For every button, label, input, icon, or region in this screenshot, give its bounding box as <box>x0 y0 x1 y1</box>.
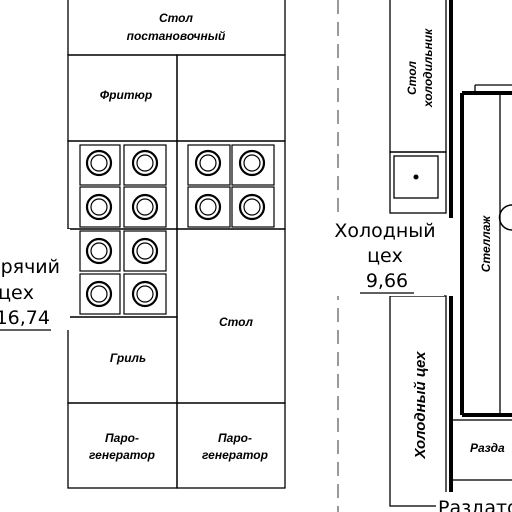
steamer-left-outline <box>67 402 178 489</box>
burner-icon <box>194 149 222 177</box>
hot-shop-area: 16,74 <box>0 307 50 329</box>
burner-cell <box>123 186 167 228</box>
burner-icon <box>90 154 108 172</box>
sink-basin <box>393 155 439 199</box>
steamer-right-label-1: Паро- <box>218 431 252 445</box>
burner-cell <box>123 230 167 272</box>
burner-cell <box>231 144 275 186</box>
burner-cell <box>123 273 167 315</box>
cold-shop-vertical-label: Холодный цех <box>412 351 429 460</box>
burner-icon <box>238 193 266 221</box>
burner-cell <box>123 144 167 186</box>
steamer-left-label-2: генератор <box>89 448 155 462</box>
burner-icon <box>85 149 113 177</box>
fryer-side-cell <box>176 54 286 142</box>
fridge-table-label-2: холодильник <box>421 28 435 108</box>
cold-shop-area: 9,66 <box>366 270 408 292</box>
burner-icon <box>136 154 154 172</box>
hot-shop-name-2: цех <box>0 282 34 304</box>
burner-icon <box>136 198 154 216</box>
burner-icon <box>199 198 217 216</box>
setup-table-label-1: Стол <box>159 11 194 25</box>
round-element-arc <box>498 204 512 231</box>
burner-cell <box>187 144 231 186</box>
steamer-right-outline <box>176 402 286 489</box>
burner-icon <box>199 154 217 172</box>
cold-shop-label-bg <box>326 214 444 296</box>
table-label: Стол <box>219 315 254 329</box>
grill-label: Гриль <box>110 351 146 365</box>
stove-frame-left-lower <box>67 228 178 318</box>
cold-shop-structure <box>389 0 512 512</box>
rack-label: Стеллаж <box>479 215 493 273</box>
hot-shop-name-1: Горячий <box>0 256 60 278</box>
setup-table-outline <box>67 0 286 56</box>
burner-icon <box>90 285 108 303</box>
cold-shop-name-2: цех <box>367 245 403 267</box>
burner-icon <box>243 154 261 172</box>
fryer-label: Фритюр <box>100 88 152 102</box>
steamer-right-label-2: генератор <box>202 448 268 462</box>
equipment-labels: Стол постановочный Фритюр Гриль Стол Пар… <box>89 11 505 462</box>
burner-icon <box>136 242 154 260</box>
burner-icon <box>131 237 159 265</box>
burner-cell <box>79 273 121 315</box>
burner-icon <box>243 198 261 216</box>
serving-counter-label: Разда <box>470 441 505 455</box>
serving-room-name: Раздаточная <box>438 497 512 512</box>
burner-cell <box>79 230 121 272</box>
cold-shop-name-1: Холодный <box>334 220 435 242</box>
fridge-table-label-1: Стол <box>405 60 419 95</box>
burner-icon <box>136 285 154 303</box>
burner-icon <box>85 193 113 221</box>
serving-label-bg <box>436 492 512 512</box>
burner-icon <box>85 237 113 265</box>
burner-group <box>79 144 275 315</box>
burner-icon <box>194 193 222 221</box>
hot-shop-equipment <box>67 0 286 489</box>
burner-cell <box>231 186 275 228</box>
burner-icon <box>90 242 108 260</box>
hot-shop-label-bg <box>0 252 62 332</box>
burner-cell <box>79 144 121 186</box>
burner-icon <box>131 149 159 177</box>
burner-icon <box>238 149 266 177</box>
room-labels: Горячий цех 16,74 Холодный цех 9,66 Разд… <box>0 214 512 512</box>
sink-drain <box>413 174 419 180</box>
burner-icon <box>131 193 159 221</box>
steamer-left-label-1: Паро- <box>105 431 139 445</box>
setup-table-label-2: постановочный <box>127 29 226 43</box>
burner-cell <box>79 186 121 228</box>
burner-icon <box>85 280 113 308</box>
burner-icon <box>131 280 159 308</box>
sink-outline <box>389 151 447 214</box>
burner-cell <box>187 186 231 228</box>
burner-icon <box>90 198 108 216</box>
